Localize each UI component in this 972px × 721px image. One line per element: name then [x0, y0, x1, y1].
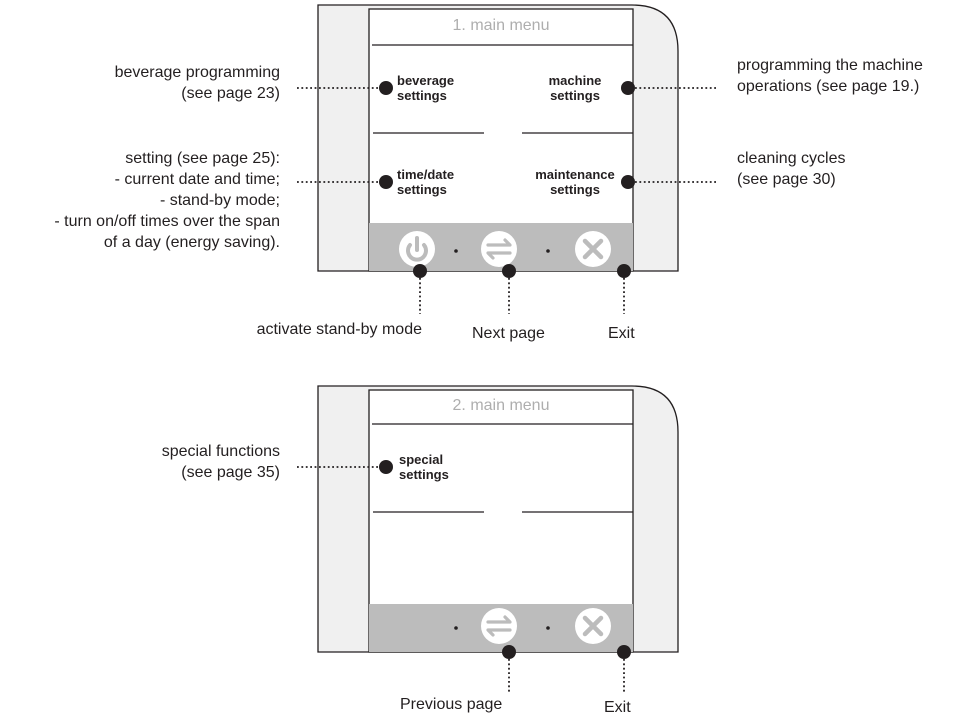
caption-exit: Exit	[604, 699, 631, 716]
callout-dot-icon	[617, 645, 631, 659]
machine-settings-button[interactable]: machine settings	[535, 73, 615, 103]
leader-lines	[297, 87, 718, 314]
next-page-button[interactable]	[481, 229, 517, 265]
toolbar-separator-dot	[454, 249, 458, 253]
callout-dot-icon	[621, 81, 635, 95]
previous-page-button[interactable]	[481, 608, 517, 644]
annotation-line: beverage programming	[114, 64, 280, 81]
close-x-icon	[575, 608, 611, 644]
annotation-maintenance: cleaning cycles (see page 30)	[737, 148, 846, 190]
button-label-line: beverage	[397, 73, 455, 88]
annotation-line: special functions	[161, 443, 280, 460]
leader-lines	[297, 466, 625, 692]
button-label-line: machine	[548, 73, 602, 88]
annotation-line: (see page 23)	[181, 85, 280, 102]
button-label-line: settings	[399, 467, 449, 482]
annotation-line: (see page 30)	[737, 171, 836, 188]
caption-standby: activate stand-by mode	[256, 321, 422, 338]
caption-exit: Exit	[608, 325, 635, 342]
panel-2	[297, 385, 679, 692]
callout-dot-icon	[379, 460, 393, 474]
swap-arrows-icon	[481, 608, 517, 644]
special-settings-button[interactable]: special settings	[399, 452, 449, 482]
toolbar-separator-dot	[546, 626, 550, 630]
button-label-line: special	[399, 452, 444, 467]
swap-arrows-icon	[481, 231, 517, 267]
caption-previous-page: Previous page	[400, 696, 503, 713]
callout-dot-icon	[502, 645, 516, 659]
annotation-special: special functions (see page 35)	[162, 441, 280, 483]
menu-2-title: 2. main menu	[452, 397, 550, 414]
annotation-line: cleaning cycles	[737, 150, 846, 167]
button-label-line: settings	[550, 88, 600, 103]
button-label-line: time/date	[397, 167, 455, 182]
callout-dot-icon	[502, 264, 516, 278]
beverage-settings-button[interactable]: beverage settings	[397, 73, 454, 103]
caption-next-page: Next page	[472, 325, 545, 342]
callout-dot-icon	[621, 175, 635, 189]
exit-button[interactable]	[575, 608, 611, 644]
button-label-line: maintenance	[535, 167, 615, 182]
annotation-line: (see page 35)	[181, 464, 280, 481]
annotation-machine: programming the machine operations (see …	[737, 55, 923, 97]
callout-dot-icon	[379, 175, 393, 189]
annotation-line: - turn on/off times over the span	[54, 213, 280, 230]
annotation-beverage: beverage programming (see page 23)	[115, 62, 280, 104]
exit-button[interactable]	[575, 229, 611, 265]
time-date-settings-button[interactable]: time/date settings	[397, 167, 454, 197]
annotation-line: programming the machine	[737, 57, 923, 74]
close-x-icon	[575, 231, 611, 267]
annotation-line: operations (see page 19.)	[737, 78, 920, 95]
callout-dot-icon	[617, 264, 631, 278]
button-label-line: settings	[550, 182, 600, 197]
annotation-timedate: setting (see page 25): - current date an…	[54, 148, 280, 253]
annotation-line: - current date and time;	[114, 171, 280, 188]
standby-button[interactable]	[399, 229, 435, 265]
power-icon	[399, 231, 435, 267]
callout-dot-icon	[379, 81, 393, 95]
menu-1-title: 1. main menu	[452, 17, 550, 34]
toolbar-separator-dot	[546, 249, 550, 253]
button-label-line: settings	[397, 182, 447, 197]
button-label-line: settings	[397, 88, 447, 103]
annotation-line: setting (see page 25):	[125, 150, 280, 167]
toolbar-separator-dot	[454, 626, 458, 630]
maintenance-settings-button[interactable]: maintenance settings	[528, 167, 622, 197]
annotation-line: - stand-by mode;	[159, 192, 280, 209]
panel-1	[297, 4, 718, 314]
annotation-line: of a day (energy saving).	[103, 234, 280, 251]
callout-dot-icon	[413, 264, 427, 278]
